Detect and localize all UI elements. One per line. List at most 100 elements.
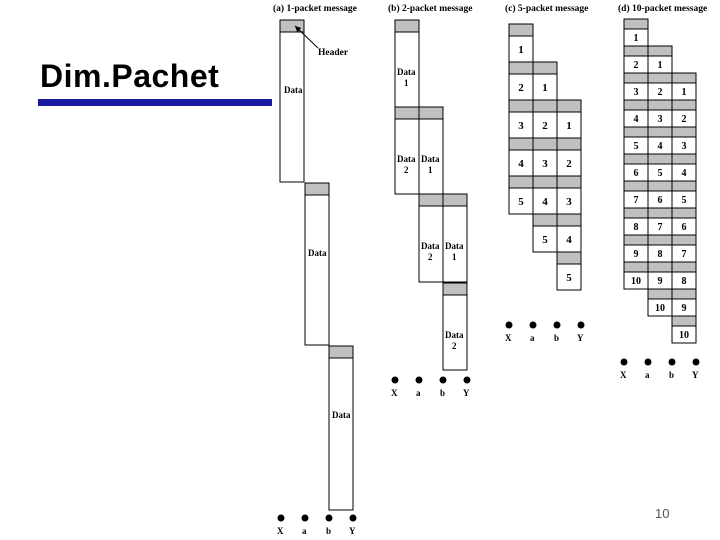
packet-body: [671, 325, 697, 344]
svg-text:Data: Data: [421, 241, 440, 251]
packet-body: [556, 149, 582, 177]
packet-header: [532, 213, 558, 227]
packet-number: 7: [682, 249, 687, 260]
packet-header: [508, 175, 534, 189]
svg-text:1: 1: [428, 165, 433, 175]
heading-a: (a) 1-packet message: [273, 3, 357, 14]
svg-text:X: X: [505, 333, 512, 343]
packet-header: [623, 261, 649, 273]
header-arrow: [294, 25, 319, 49]
packet-header: [508, 23, 534, 37]
packet-header: [623, 180, 649, 192]
svg-text:Y: Y: [692, 370, 699, 380]
packet-number: 10: [679, 330, 689, 341]
svg-text:X: X: [620, 370, 627, 380]
packet-number: 8: [682, 276, 687, 287]
packet-number: 2: [682, 114, 687, 125]
packet-header: [647, 180, 673, 192]
packet-header: [647, 261, 673, 273]
svg-text:2: 2: [452, 341, 457, 351]
packet-number: 3: [566, 196, 572, 208]
packet-body: [556, 111, 582, 139]
svg-text:Data: Data: [397, 67, 416, 77]
svg-text:Data: Data: [421, 154, 440, 164]
packet-header: [647, 99, 673, 111]
data-label-3: Data: [332, 410, 351, 420]
packet-number: 7: [634, 195, 639, 206]
packet-number: 7: [658, 222, 663, 233]
svg-text:1: 1: [404, 78, 409, 88]
title-underline: [38, 99, 272, 106]
packet-body: [508, 149, 534, 177]
packet-number: 3: [542, 158, 548, 170]
packet-body: [556, 263, 582, 291]
node-a-label: a: [302, 526, 307, 536]
packet-number: 5: [518, 196, 524, 208]
packet-number: 5: [658, 168, 663, 179]
svg-text:2: 2: [404, 165, 409, 175]
packet-header: [623, 153, 649, 165]
packet-number: 9: [658, 276, 663, 287]
packet-number: 4: [658, 141, 663, 152]
node-x-label: X: [277, 526, 284, 536]
packet-number: 5: [566, 272, 572, 284]
panel-a-labels: Header Data Data Data: [284, 48, 351, 420]
data-label-1: Data: [284, 85, 303, 95]
data-label-2: Data: [308, 248, 327, 258]
header-block: [279, 19, 305, 33]
packet-number: 1: [518, 44, 524, 56]
data-block: [328, 357, 354, 511]
packet-number: 8: [634, 222, 639, 233]
panel-a: [279, 19, 354, 511]
packet-body: [508, 35, 534, 63]
packet-number: 9: [682, 303, 687, 314]
header-block: [328, 345, 354, 359]
packet-header: [556, 175, 582, 189]
packet-header: [508, 61, 534, 75]
panel-b: [394, 19, 468, 371]
slide-title: Dim.Pachet: [40, 58, 220, 94]
packet-number: 4: [634, 114, 639, 125]
packet-body: [508, 111, 534, 139]
packet-header: [647, 126, 673, 138]
packet-header: [532, 175, 558, 189]
packet-header: [556, 251, 582, 265]
packet-number: 6: [682, 222, 687, 233]
packet-header: [623, 126, 649, 138]
packet-number: 5: [634, 141, 639, 152]
packet-header: [532, 61, 558, 75]
node-x-marker: [277, 514, 285, 522]
packet-body: [508, 187, 534, 215]
panel-c-nodes: X a b Y: [505, 321, 585, 343]
svg-text:a: a: [645, 370, 650, 380]
packet-header: [623, 72, 649, 84]
header-label: Header: [318, 48, 349, 58]
node-y-marker: [349, 514, 357, 522]
data-block: [279, 31, 305, 183]
packet-header: [623, 45, 649, 57]
panel-b-labels: Data 1 Data 2 Data 1 Data 2 Data 1 Data …: [397, 67, 464, 351]
packet-number: 3: [518, 120, 524, 132]
svg-text:Y: Y: [577, 333, 584, 343]
header-block: [304, 182, 330, 196]
packet-number: 3: [682, 141, 687, 152]
packet-header: [647, 234, 673, 246]
svg-text:a: a: [530, 333, 535, 343]
packet-header: [508, 137, 534, 151]
packet-header: [556, 213, 582, 227]
packet-number: 2: [634, 60, 639, 71]
packet-header: [671, 288, 697, 300]
packet-header: [623, 18, 649, 30]
packet-header: [671, 315, 697, 327]
packet-header: [647, 207, 673, 219]
packet-header: [671, 153, 697, 165]
svg-text:Data: Data: [445, 330, 464, 340]
packet-number: 2: [566, 158, 572, 170]
packet-header: [623, 207, 649, 219]
packet-header: [647, 153, 673, 165]
packet-number: 4: [566, 234, 572, 246]
heading-b: (b) 2-packet message: [388, 3, 472, 14]
packet-number: 9: [634, 249, 639, 260]
